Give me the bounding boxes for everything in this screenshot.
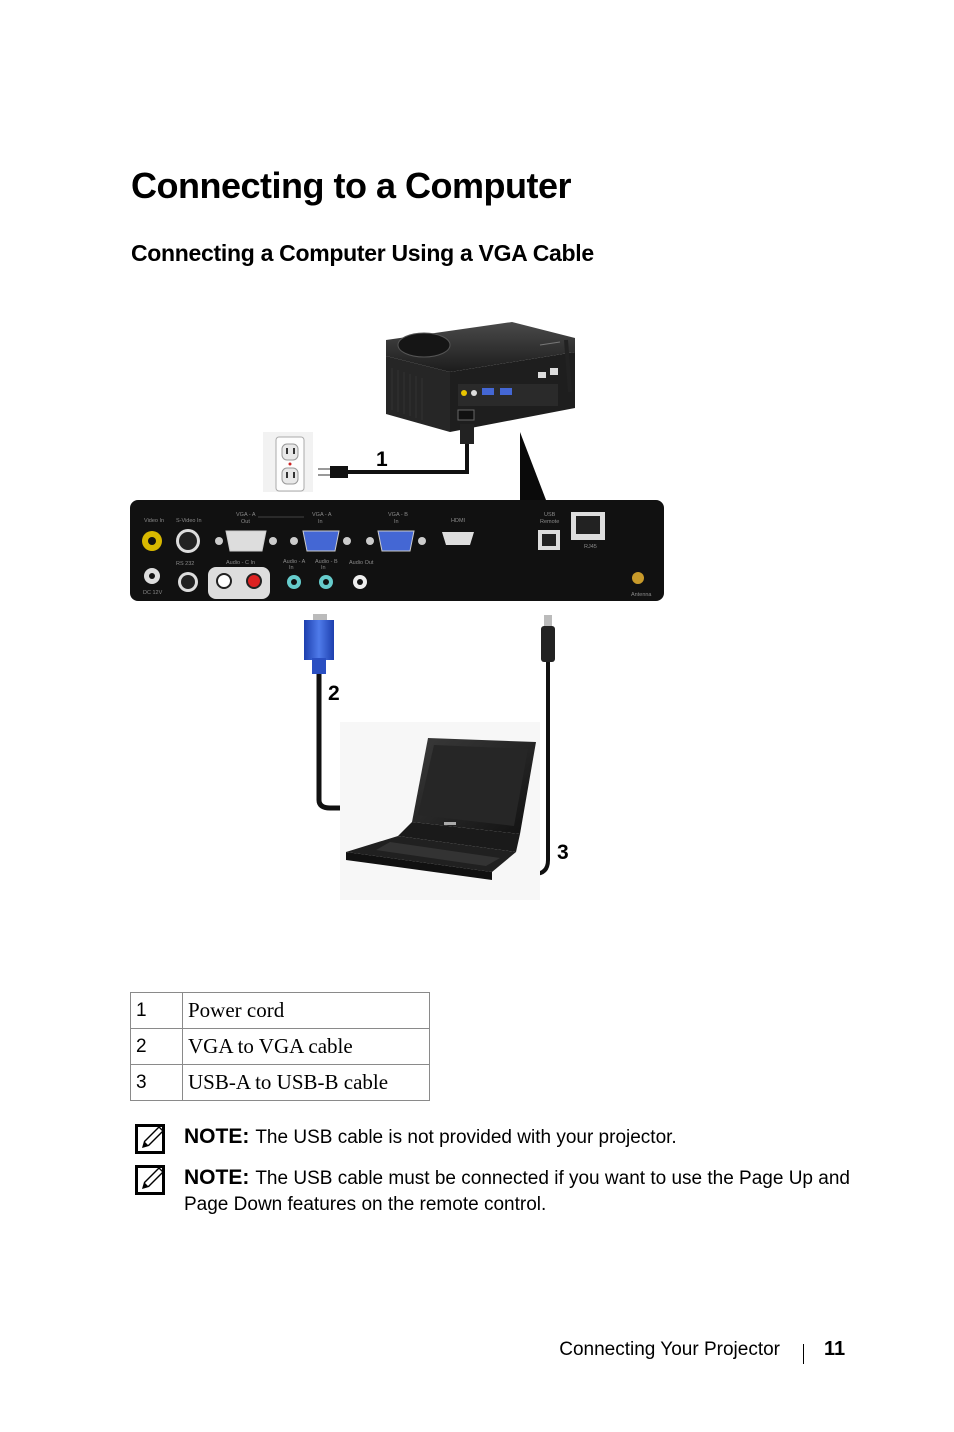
svg-text:Out: Out — [241, 519, 250, 525]
note-text: The USB cable must be connected if you w… — [184, 1168, 850, 1215]
legend-description: Power cord — [182, 992, 430, 1029]
footer-section-title: Connecting Your Projector — [559, 1339, 780, 1360]
svg-text:S-Video In: S-Video In — [176, 518, 202, 524]
pencil-note-icon — [135, 1165, 165, 1195]
callout-2: 2 — [328, 682, 340, 705]
table-row: 2 VGA to VGA cable — [130, 1028, 430, 1065]
note-usb-not-provided: NOTE:The USB cable is not provided with … — [184, 1124, 874, 1151]
svg-text:VGA - A: VGA - A — [312, 512, 332, 518]
power-cord — [318, 424, 474, 478]
connection-diagram-svg: 1 Video In S-Video In VGA - A Out VGA - … — [130, 322, 664, 900]
pencil-note-icon — [135, 1124, 165, 1154]
table-row: 1 Power cord — [130, 992, 430, 1029]
svg-text:In: In — [394, 519, 399, 525]
legend-number: 2 — [130, 1028, 183, 1065]
legend-table: 1 Power cord 2 VGA to VGA cable 3 USB-A … — [130, 992, 430, 1101]
svg-text:VGA - A: VGA - A — [236, 512, 256, 518]
svg-text:DC 12V: DC 12V — [143, 590, 163, 596]
note-label: NOTE: — [184, 1166, 250, 1189]
table-row: 3 USB-A to USB-B cable — [130, 1064, 430, 1101]
svg-text:VGA - B: VGA - B — [388, 512, 408, 518]
svg-text:Audio Out: Audio Out — [349, 560, 374, 566]
note-usb-required: NOTE:The USB cable must be connected if … — [184, 1165, 874, 1218]
svg-text:USB: USB — [544, 512, 556, 518]
note-text: The USB cable is not provided with your … — [255, 1127, 677, 1148]
svg-text:Video In: Video In — [144, 518, 164, 524]
page-footer: Connecting Your Projector 11 — [0, 1337, 954, 1367]
section-title: Connecting a Computer Using a VGA Cable — [131, 240, 594, 266]
legend-number: 3 — [130, 1064, 183, 1101]
page-number: 11 — [824, 1338, 846, 1360]
note-label: NOTE: — [184, 1125, 250, 1148]
svg-text:In: In — [318, 519, 323, 525]
callout-3: 3 — [557, 841, 569, 864]
svg-text:HDMI: HDMI — [451, 518, 466, 524]
svg-text:In: In — [289, 565, 294, 571]
connector-panel: Video In S-Video In VGA - A Out VGA - A … — [130, 500, 664, 601]
svg-text:RJ45: RJ45 — [584, 544, 597, 550]
svg-text:Audio - C In: Audio - C In — [226, 560, 255, 566]
laptop — [340, 722, 540, 900]
svg-text:RS 232: RS 232 — [176, 561, 194, 567]
wall-outlet — [263, 432, 313, 492]
projector — [386, 322, 575, 432]
svg-text:Audio - B: Audio - B — [315, 559, 338, 565]
svg-text:Antenna: Antenna — [631, 592, 652, 598]
svg-text:Remote: Remote — [540, 519, 559, 525]
svg-text:Audio - A: Audio - A — [283, 559, 306, 565]
legend-description: USB-A to USB-B cable — [182, 1064, 430, 1101]
zoom-wedge — [520, 432, 546, 500]
page-title: Connecting to a Computer — [131, 165, 572, 206]
legend-description: VGA to VGA cable — [182, 1028, 430, 1065]
callout-1: 1 — [376, 448, 388, 471]
legend-number: 1 — [130, 992, 183, 1029]
footer-divider — [803, 1344, 804, 1364]
connection-diagram: 1 Video In S-Video In VGA - A Out VGA - … — [0, 300, 954, 920]
svg-text:In: In — [321, 565, 326, 571]
